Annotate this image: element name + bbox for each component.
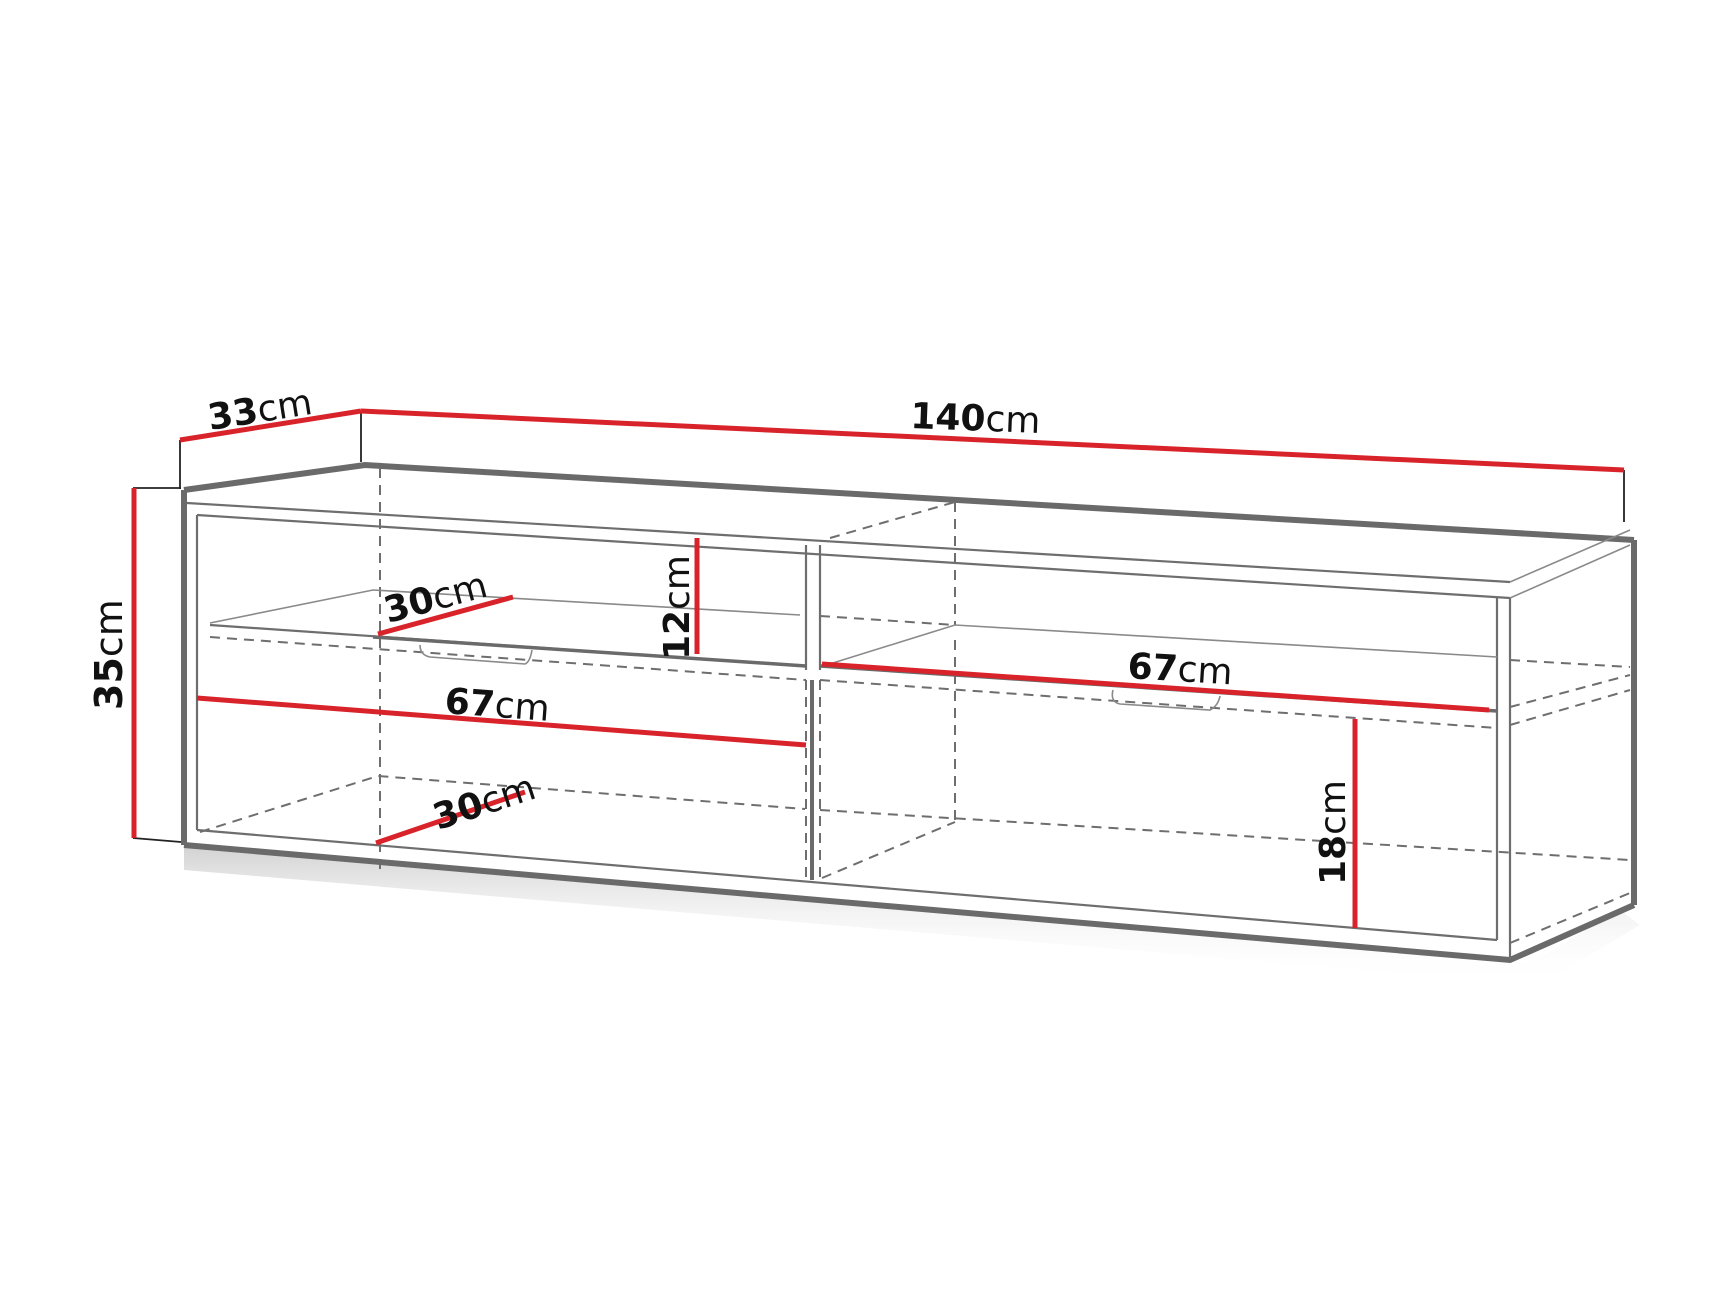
label-right-compartment-width: 67cm [1126,646,1233,693]
cabinet-body [181,461,1637,964]
extension-lines [132,411,1625,843]
label-depth: 33cm [205,382,315,439]
cabinet-shadow [184,845,1640,985]
left-flap-handle [419,644,533,665]
label-lower-compartment-height: 18cm [1313,780,1354,885]
dimension-lines [131,408,1625,928]
right-shelf-depth-1 [1509,674,1631,708]
bottom-inner-edge [196,828,1498,942]
label-width: 140cm [910,396,1042,442]
dim-line-right-compartment-width [821,661,1490,713]
dim-line-width [360,408,1625,473]
top-right-depth-1 [1509,529,1631,583]
top-panel-back-edge [183,461,1635,543]
dim-line-left-compartment-width [196,695,807,748]
right-shelf-extend [1509,659,1631,668]
bottom-front-edge [183,842,1636,964]
left-flap-top-edge [372,635,807,668]
right-flap-underside [819,679,1498,729]
label-left-shelf-depth: 30cm [380,565,492,632]
right-lower-floor-diag [821,821,956,879]
left-shelf-underside [209,636,807,681]
dim-line-left-bottom-depth [375,789,526,846]
dimension-labels: 33cm 140cm 35cm 30cm 12cm 67cm 30cm 67cm [87,382,1354,885]
dim-line-left-shelf-depth [377,594,514,637]
label-left-compartment-width: 67cm [443,681,551,730]
label-left-bottom-depth: 30cm [428,767,541,838]
left-shelf-back [209,589,801,624]
label-height: 35cm [87,599,131,710]
right-shelf-depth-2 [1509,689,1631,726]
right-shelf-back-dashed [819,615,956,626]
divider-back-top-diag [829,501,956,539]
top-right-depth-2 [1509,544,1631,599]
dim-line-depth [179,408,362,443]
right-bottom-depth [1509,892,1631,944]
right-flap-handle [1111,689,1221,711]
ext-height-bottom [132,837,182,843]
right-shelf-back [819,624,1498,668]
top-front-upper-line [186,501,1511,584]
label-upper-opening-height: 12cm [657,555,698,660]
top-front-lower-line [196,513,1511,600]
right-lower-back [819,809,1631,861]
